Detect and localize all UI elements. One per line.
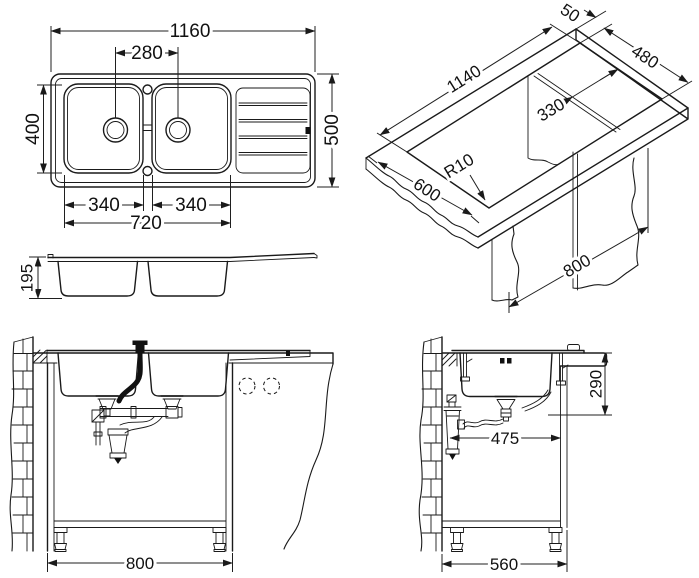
rim-fastener	[286, 351, 290, 356]
bottle-trap-side	[443, 394, 465, 460]
dim-label-280: 280	[131, 43, 163, 64]
dim-50: 50	[554, 0, 613, 44]
drainboard-section-front	[229, 350, 311, 361]
faucet-lever	[132, 340, 148, 345]
cabinet-legs-side	[450, 527, 563, 552]
dim-340-left: 340	[64, 175, 144, 228]
faucet-hose	[116, 350, 143, 404]
dim-720: 720	[64, 210, 231, 237]
bowl-2-bottom	[155, 87, 228, 170]
dim-label-800-front: 800	[126, 554, 154, 573]
drain-assembly-2	[160, 395, 184, 419]
profile-bowl-1	[57, 260, 139, 297]
sink-inner-rim	[55, 78, 311, 183]
dim-500: 500	[317, 73, 346, 188]
faucet-body	[135, 345, 145, 353]
drainboard-recess	[235, 87, 311, 174]
wall-break-front	[9, 341, 15, 552]
divider-ticks	[142, 124, 153, 131]
counter-front	[32, 352, 334, 365]
dim-340-right: 340	[152, 175, 231, 228]
knockout-hole-1	[238, 377, 256, 395]
drain-side	[494, 395, 518, 422]
dim-r10: R10	[438, 147, 486, 201]
dim-1160: 1160	[50, 18, 316, 72]
dim-195: 195	[15, 256, 62, 299]
overflow-mark-1	[500, 358, 505, 364]
dim-label-800-iso: 800	[560, 251, 594, 282]
dim-label-290: 290	[587, 370, 606, 398]
dim-label-330: 330	[534, 95, 568, 126]
iso-cutout-view: 1140 50 480 330 R10 600	[365, 0, 693, 313]
sink-rim-side	[451, 349, 585, 354]
overflow-slot	[305, 127, 311, 134]
mounting-clip-right	[556, 352, 569, 386]
counter-break-front	[283, 363, 334, 550]
wall-junction-hatch-side	[441, 352, 458, 367]
drain-1-inner	[106, 121, 125, 139]
profile-rim-bottom	[47, 257, 315, 262]
profile-bowl-2	[147, 260, 229, 297]
knockout-hole-2	[263, 377, 280, 395]
cabinet-sides-outer	[46, 362, 234, 552]
overflow-hose	[521, 389, 552, 412]
bowl-side-section	[459, 352, 553, 398]
profile-end-lips	[47, 253, 318, 259]
dim-290: 290	[548, 352, 612, 416]
wall-break-side	[418, 341, 425, 552]
corrugated-hose	[462, 418, 504, 429]
dim-label-480: 480	[628, 41, 662, 72]
dim-label-560: 560	[490, 555, 518, 574]
dim-label-340-right: 340	[175, 195, 207, 216]
dim-label-50: 50	[557, 0, 583, 26]
dim-label-1140: 1140	[443, 61, 484, 96]
drainboard-ribs	[238, 102, 308, 156]
dim-400: 400	[20, 84, 62, 174]
dim-800-front: 800	[47, 551, 233, 576]
bowl-1-outline	[63, 83, 144, 174]
dim-330: 330	[531, 68, 619, 128]
cabinet-legs-front	[53, 527, 227, 552]
drain-2-inner	[169, 121, 187, 139]
cabinet-sides-inner-shelf	[53, 362, 227, 552]
bowl-2-section	[147, 352, 230, 397]
waste-pipe	[99, 406, 183, 434]
dim-label-475: 475	[491, 429, 519, 448]
side-install-view: 290 475 560	[418, 336, 612, 577]
dim-475: 475	[449, 426, 561, 451]
dim-560: 560	[441, 530, 568, 577]
brick-pattern-front	[11, 338, 34, 552]
profile-rim-top	[47, 252, 315, 259]
mounting-clip-left	[460, 352, 473, 382]
sink-profile-view: 195	[15, 252, 318, 299]
bottle-trap-front	[91, 409, 129, 464]
wall-top-front	[13, 336, 34, 343]
pop-up-knob-hole	[142, 165, 153, 177]
drain-assembly-1	[95, 395, 119, 417]
faucet-hole	[142, 84, 153, 95]
wall-top-side	[423, 336, 443, 343]
dim-label-720: 720	[130, 213, 162, 234]
dim-280: 280	[115, 40, 179, 118]
sink-top-view: 1160 280 400 500 340 340 72	[20, 18, 346, 237]
bowl-1-bottom	[67, 87, 140, 170]
front-install-view: 800	[9, 336, 334, 576]
wall-junction-hatch-front	[32, 349, 48, 364]
inner-cabinet-break	[527, 75, 561, 166]
dim-label-600: 600	[410, 174, 444, 205]
sink-outline	[50, 73, 316, 188]
dim-label-340-left: 340	[88, 195, 120, 216]
brick-pattern-side	[421, 338, 443, 552]
dim-label-1160: 1160	[170, 21, 211, 42]
dim-480: 480	[603, 27, 693, 100]
dim-label-195: 195	[18, 264, 37, 292]
cutout-outline	[406, 42, 663, 209]
dim-label-400: 400	[23, 113, 44, 145]
bowl-2-outline	[151, 83, 232, 174]
cabinet-side-panel-shelf	[441, 365, 568, 528]
rim-block	[567, 344, 580, 351]
overflow-mark-2	[507, 358, 512, 364]
dim-label-500: 500	[322, 114, 343, 146]
